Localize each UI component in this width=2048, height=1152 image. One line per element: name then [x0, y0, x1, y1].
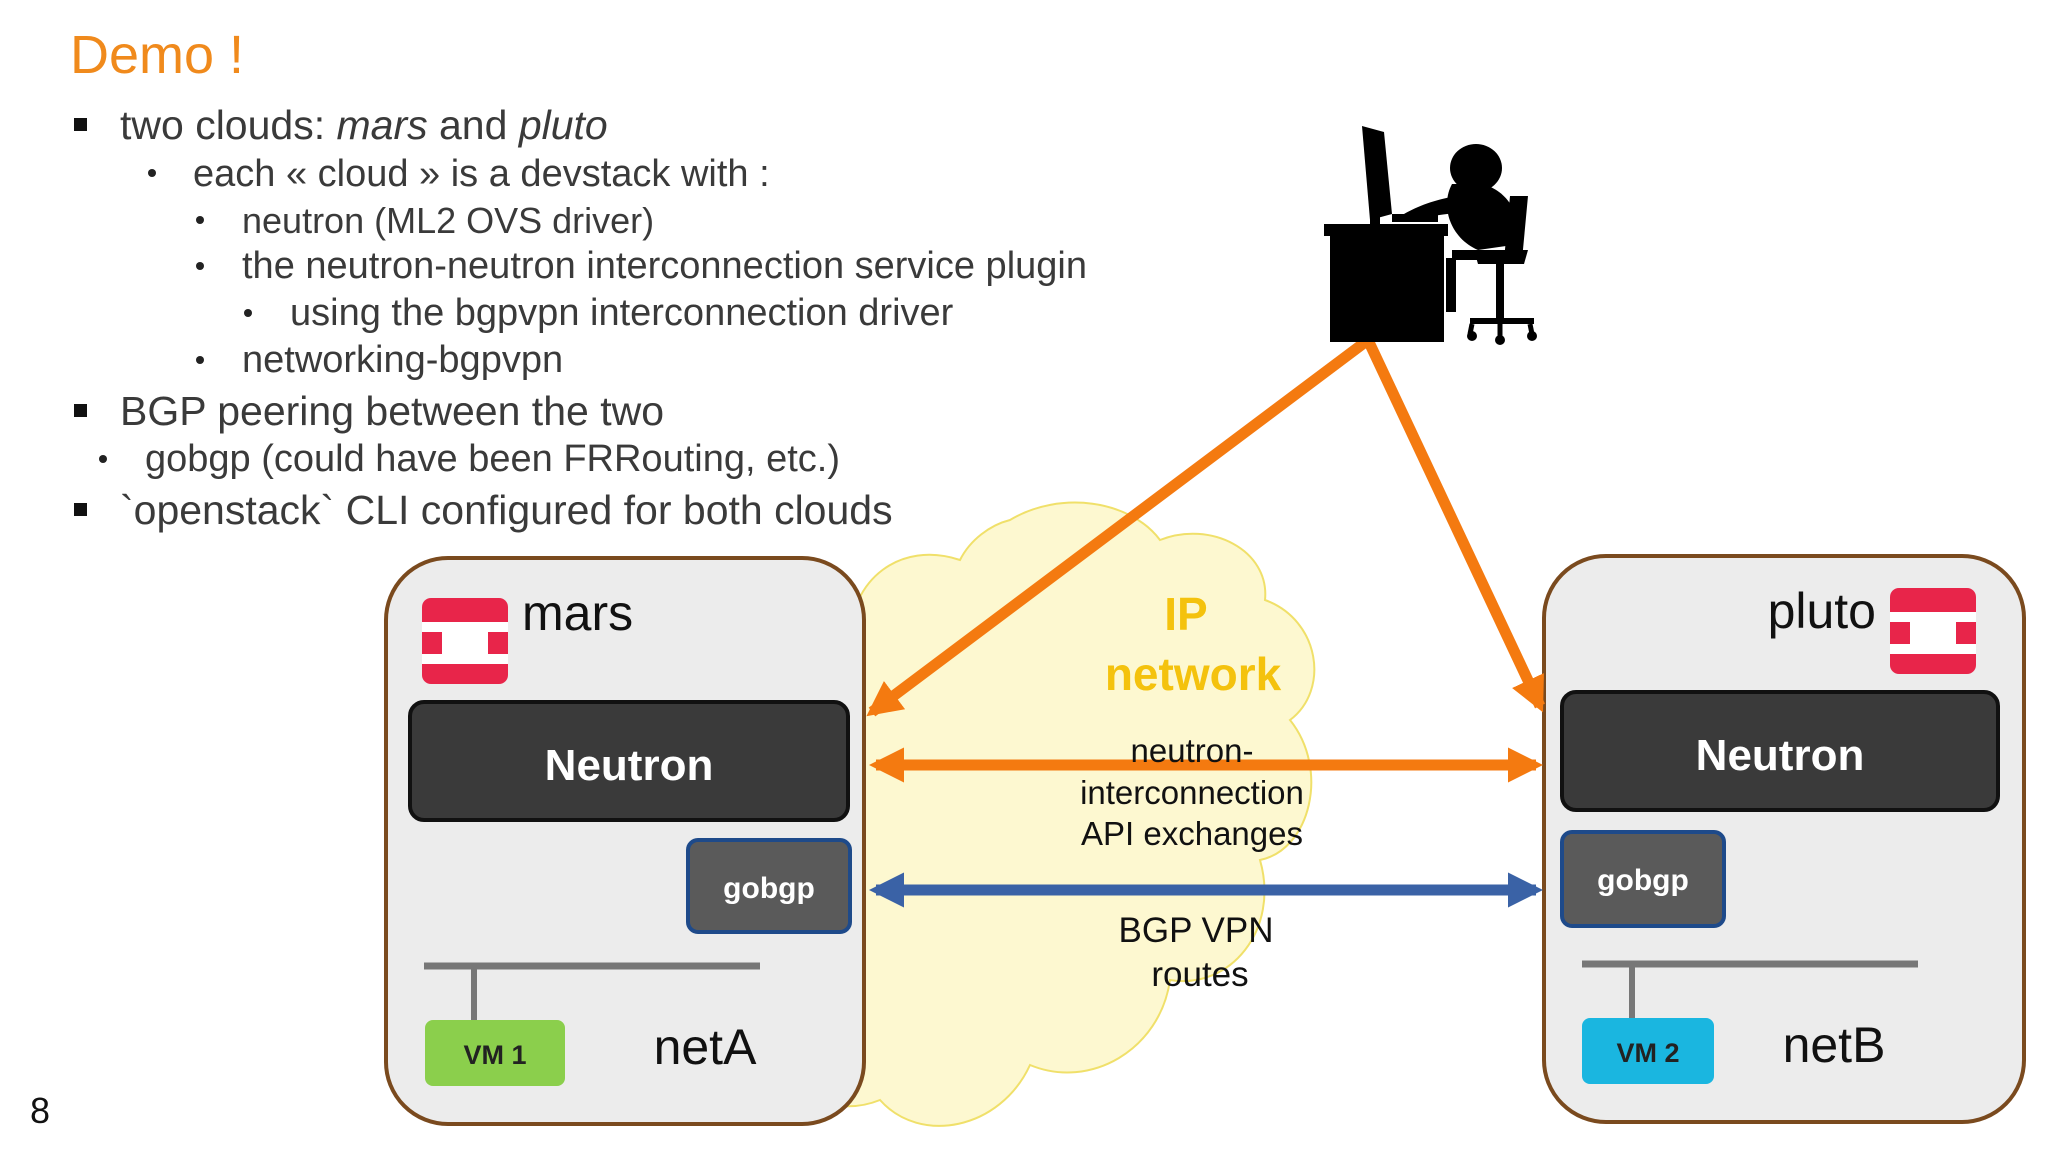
bullet-dot	[196, 262, 204, 270]
mars-gobgp-box	[686, 838, 852, 934]
netb-label: netB	[1783, 1017, 1886, 1073]
bullet-text: two clouds:	[120, 102, 337, 148]
pluto-gobgp-label: gobgp	[1597, 864, 1689, 897]
openstack-logo-icon	[1890, 588, 1976, 674]
pluto-label: pluto	[1768, 583, 1876, 639]
bgp-vpn-label-line2: routes	[1151, 955, 1248, 994]
bgp-vpn-label-line1: BGP VPN	[1119, 911, 1274, 950]
bullet-devstack: each « cloud » is a devstack with :	[193, 153, 770, 195]
bullet-interconnection-plugin: the neutron-neutron interconnection serv…	[242, 245, 1087, 287]
bullet-openstack-cli: `openstack` CLI configured for both clou…	[120, 487, 893, 533]
operator-to-mars-arrow	[866, 335, 1372, 717]
operator-at-computer-icon	[1324, 126, 1537, 345]
bullet-dot	[148, 169, 156, 177]
mars-neutron-label: Neutron	[545, 741, 714, 790]
bullet-dot	[196, 216, 204, 224]
mars-neutron-box	[408, 700, 850, 822]
api-exchanges-label-line3: API exchanges	[1081, 815, 1303, 852]
mars-gobgp-label: gobgp	[723, 872, 815, 905]
bullet-networking-bgpvpn: networking-bgpvpn	[242, 339, 564, 381]
vm1-box	[425, 1020, 565, 1086]
bullet-dot	[196, 356, 204, 364]
operator-to-pluto-arrow	[1363, 337, 1545, 713]
bullet-bgpvpn-driver: using the bgpvpn interconnection driver	[290, 292, 954, 334]
bullet-square	[74, 503, 87, 516]
openstack-logo-icon	[422, 598, 508, 684]
mars-label: mars	[522, 585, 633, 641]
bullet-neutron-ml2: neutron (ML2 OVS driver)	[242, 200, 655, 241]
bullet-dot	[244, 309, 252, 317]
vm2-label: VM 2	[1616, 1038, 1679, 1068]
ip-network-label-line1: IP	[1164, 588, 1207, 640]
api-exchanges-label-line1: neutron-	[1131, 732, 1254, 769]
pluto-neutron-label: Neutron	[1696, 731, 1865, 780]
pluto-gobgp-box	[1560, 830, 1726, 928]
mars-cloud-box	[384, 556, 866, 1126]
pluto-neutron-box	[1560, 690, 2000, 812]
bullet-two-clouds: two clouds: mars and pluto	[120, 102, 608, 149]
bullet-pluto: pluto	[518, 102, 608, 148]
bullet-bgp-peering: BGP peering between the two	[120, 388, 664, 434]
bullet-dot	[99, 455, 107, 463]
bullet-and: and	[427, 102, 519, 148]
vm2-box	[1582, 1018, 1714, 1084]
bullet-square	[74, 404, 87, 417]
bullet-square	[74, 118, 87, 131]
page-number: 8	[30, 1090, 51, 1131]
api-exchanges-label-line2: interconnection	[1080, 774, 1304, 811]
slide-title: Demo !	[70, 25, 245, 85]
neta-label: netA	[654, 1019, 758, 1075]
bullet-mars: mars	[336, 102, 428, 148]
vm1-label: VM 1	[463, 1040, 526, 1070]
bullet-gobgp: gobgp (could have been FRRouting, etc.)	[145, 438, 840, 480]
ip-network-label-line2: network	[1105, 648, 1282, 700]
